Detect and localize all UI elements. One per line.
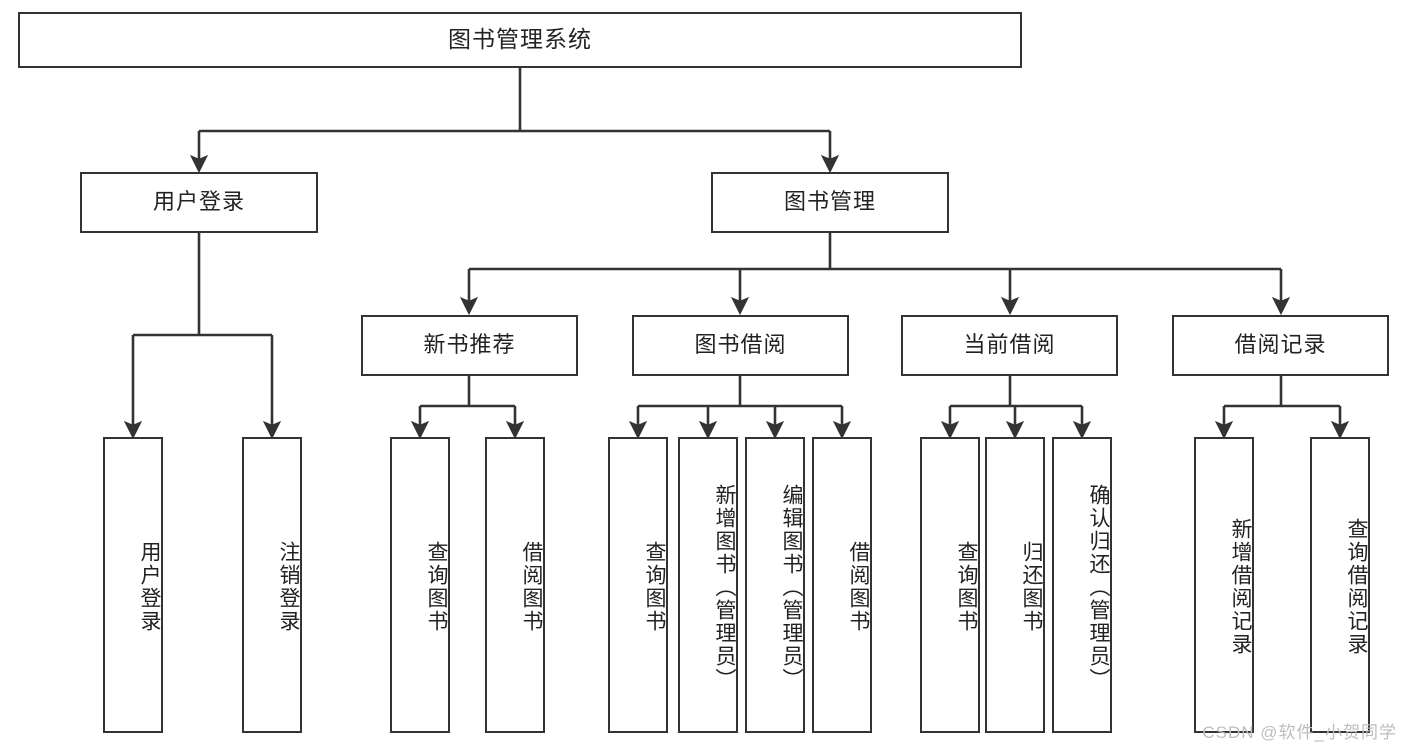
node-leaf-borrow-book-2-label: 借阅图书 [847, 541, 870, 633]
node-leaf-query-record-label: 查询借阅记录 [1345, 518, 1368, 656]
node-leaf-user-login[interactable]: 用户登录 [103, 437, 163, 733]
node-borrow-record-label: 借阅记录 [1234, 332, 1327, 358]
watermark: CSDN @软件_小贺同学 [1202, 723, 1397, 742]
node-book-manage[interactable]: 图书管理 [711, 172, 949, 233]
node-borrow-record[interactable]: 借阅记录 [1172, 315, 1389, 376]
node-leaf-logout-login[interactable]: 注销登录 [242, 437, 302, 733]
node-leaf-query-book-1[interactable]: 查询图书 [390, 437, 450, 733]
node-book-borrow-label: 图书借阅 [694, 332, 787, 358]
node-leaf-add-book[interactable]: 新增图书（管理员） [678, 437, 738, 733]
node-leaf-borrow-book-2[interactable]: 借阅图书 [812, 437, 872, 733]
node-leaf-query-book-2-label: 查询图书 [643, 541, 666, 633]
node-book-borrow[interactable]: 图书借阅 [632, 315, 849, 376]
node-leaf-confirm-return-label: 确认归还（管理员） [1087, 483, 1110, 691]
node-leaf-add-record[interactable]: 新增借阅记录 [1194, 437, 1254, 733]
node-leaf-query-book-2[interactable]: 查询图书 [608, 437, 668, 733]
node-leaf-return-book[interactable]: 归还图书 [985, 437, 1045, 733]
node-root-label: 图书管理系统 [448, 26, 592, 53]
node-leaf-user-login-label: 用户登录 [138, 541, 161, 633]
node-leaf-edit-book-label: 编辑图书（管理员） [780, 483, 803, 691]
node-book-manage-label: 图书管理 [783, 189, 876, 215]
node-leaf-borrow-book-1[interactable]: 借阅图书 [485, 437, 545, 733]
node-leaf-logout-login-label: 注销登录 [277, 541, 300, 633]
node-leaf-borrow-book-1-label: 借阅图书 [520, 541, 543, 633]
node-new-book-recommend[interactable]: 新书推荐 [361, 315, 578, 376]
node-new-book-recommend-label: 新书推荐 [423, 332, 516, 358]
node-leaf-query-book-3[interactable]: 查询图书 [920, 437, 980, 733]
node-current-borrow-label: 当前借阅 [963, 332, 1056, 358]
node-leaf-query-book-1-label: 查询图书 [425, 541, 448, 633]
node-leaf-confirm-return[interactable]: 确认归还（管理员） [1052, 437, 1112, 733]
node-user-login-label: 用户登录 [152, 189, 245, 215]
node-current-borrow[interactable]: 当前借阅 [901, 315, 1118, 376]
node-leaf-edit-book[interactable]: 编辑图书（管理员） [745, 437, 805, 733]
node-leaf-query-record[interactable]: 查询借阅记录 [1310, 437, 1370, 733]
node-leaf-add-record-label: 新增借阅记录 [1229, 518, 1252, 656]
node-leaf-query-book-3-label: 查询图书 [955, 541, 978, 633]
node-root[interactable]: 图书管理系统 [18, 12, 1022, 68]
node-leaf-return-book-label: 归还图书 [1020, 541, 1043, 633]
node-user-login[interactable]: 用户登录 [80, 172, 318, 233]
node-leaf-add-book-label: 新增图书（管理员） [713, 483, 736, 691]
